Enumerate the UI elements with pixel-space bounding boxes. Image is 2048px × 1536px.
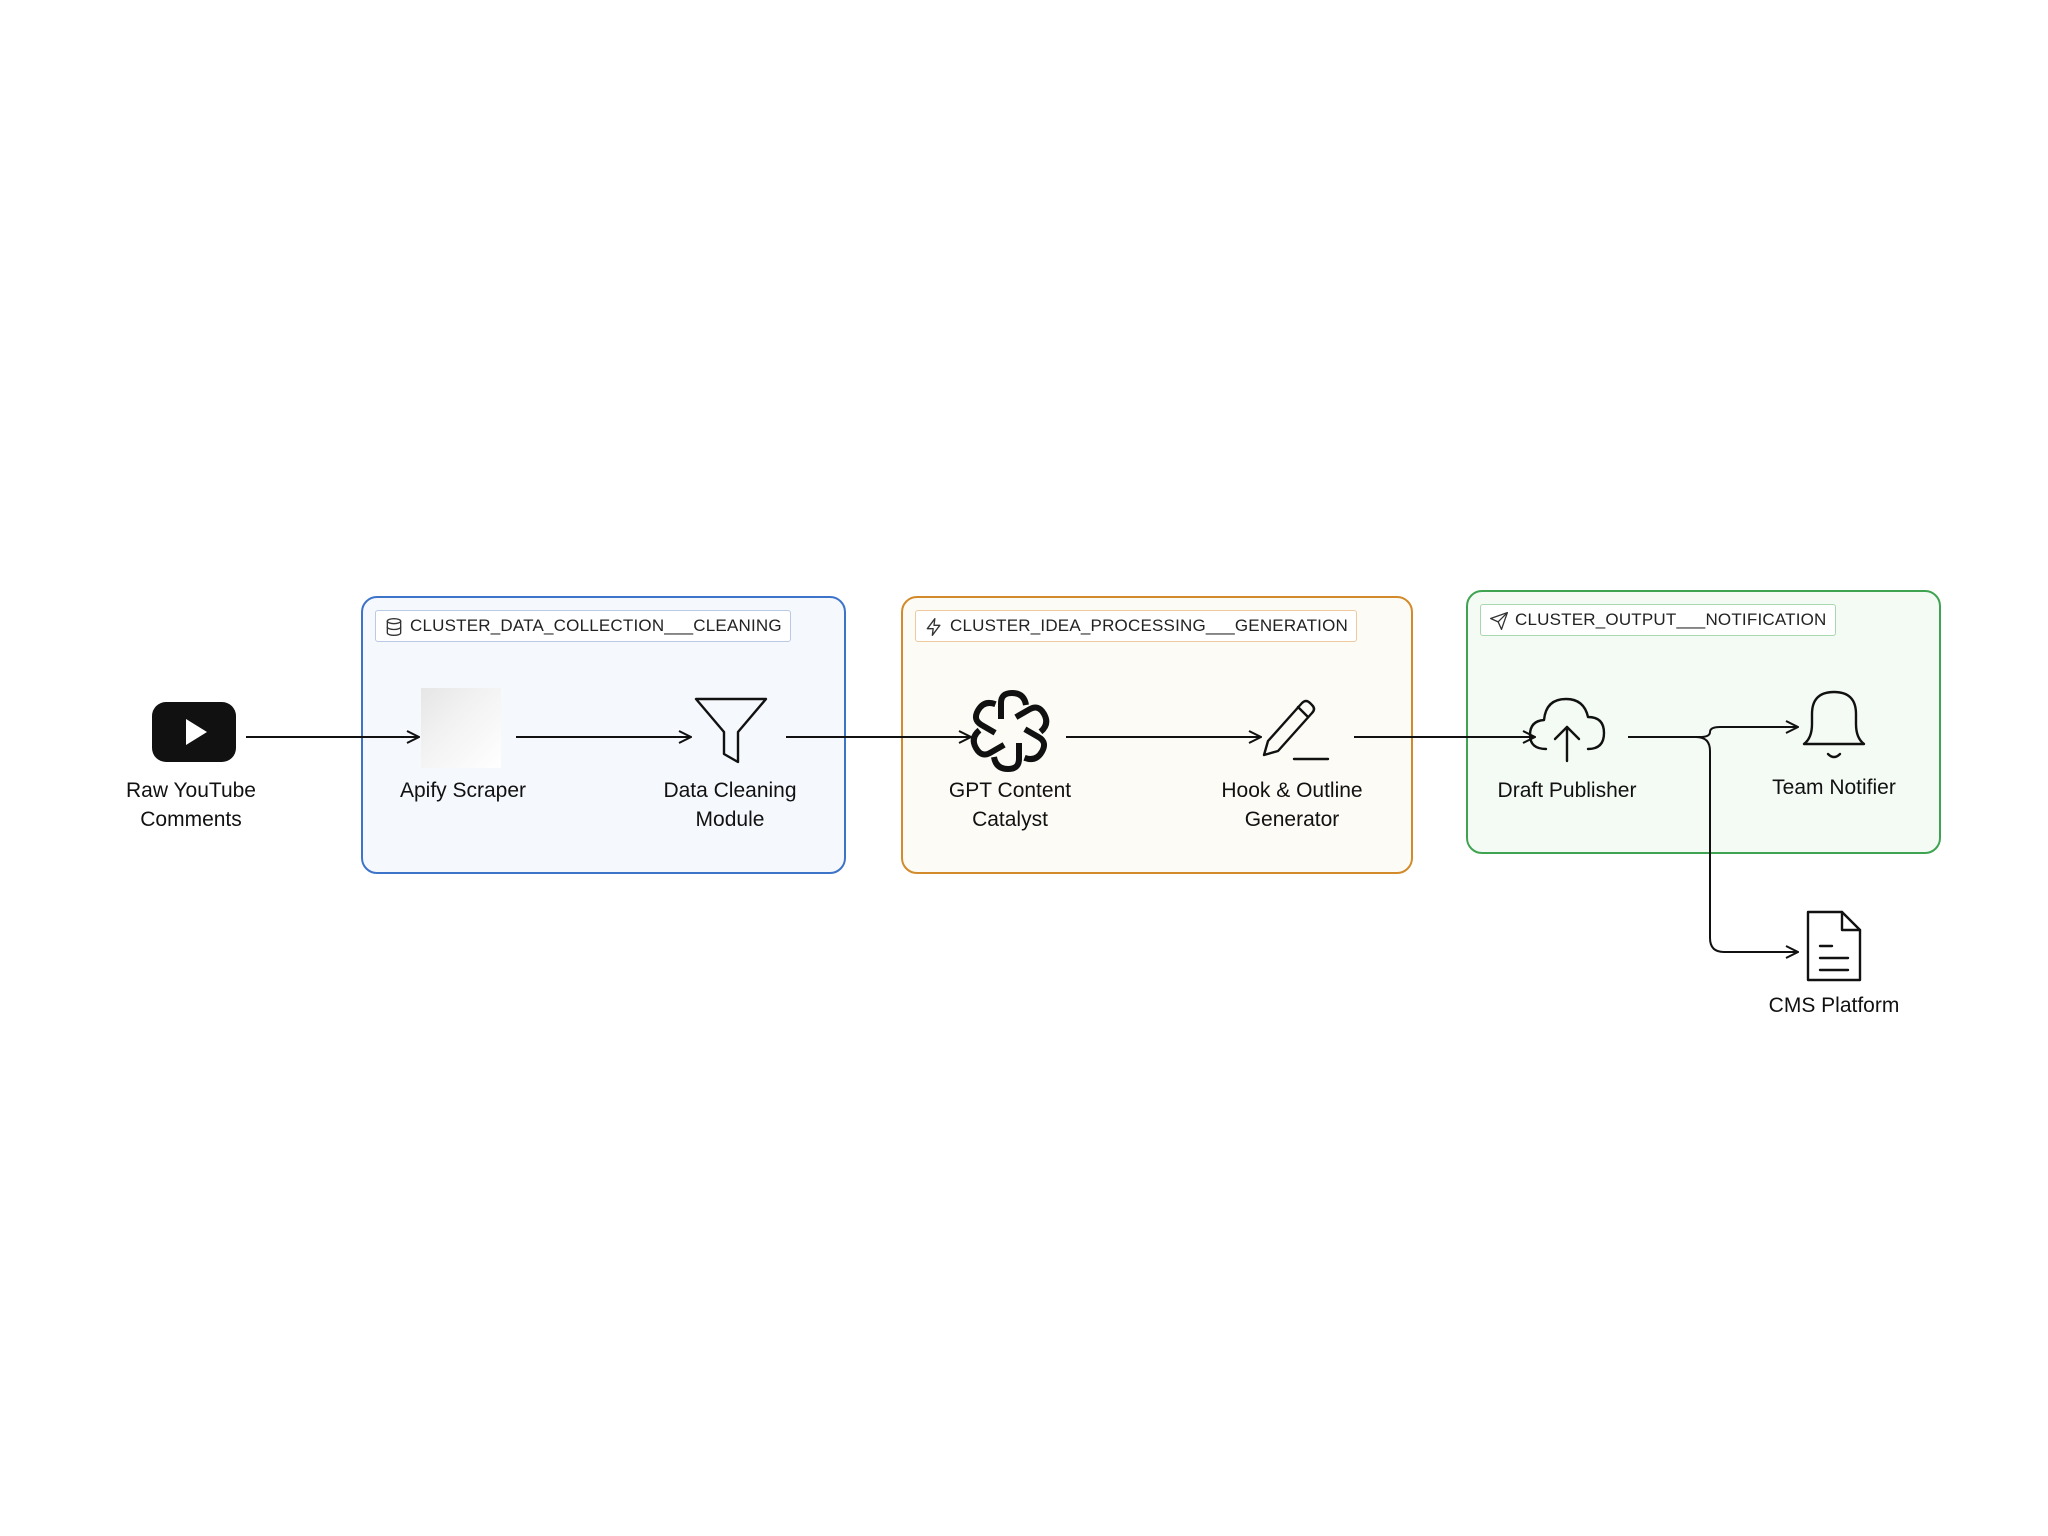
cluster-idea-processing-tag: CLUSTER_IDEA_PROCESSING___GENERATION bbox=[915, 610, 1357, 642]
edge-draft-to-notifier bbox=[1628, 727, 1797, 738]
filter-icon bbox=[694, 697, 768, 764]
node-raw-youtube-label: Raw YouTube Comments bbox=[81, 776, 301, 834]
pen-icon bbox=[1262, 699, 1330, 761]
lightning-icon bbox=[926, 618, 941, 636]
node-cms-line1: CMS Platform bbox=[1768, 994, 1900, 1017]
cluster-idea-processing: CLUSTER_IDEA_PROCESSING___GENERATION bbox=[901, 596, 1413, 874]
cluster-output-tag: CLUSTER_OUTPUT___NOTIFICATION bbox=[1480, 604, 1836, 636]
cluster-data-collection-tag: CLUSTER_DATA_COLLECTION___CLEANING bbox=[375, 610, 791, 642]
cloud-upload-icon bbox=[1528, 697, 1606, 763]
document-icon bbox=[1806, 910, 1862, 982]
node-raw-youtube-line2: Comments bbox=[140, 808, 242, 831]
cluster-data-collection-label: CLUSTER_DATA_COLLECTION___CLEANING bbox=[410, 616, 782, 635]
node-data-cleaning-label: Data Cleaning Module bbox=[620, 776, 840, 834]
node-data-cleaning-line2: Module bbox=[695, 808, 765, 831]
send-icon bbox=[1490, 612, 1508, 630]
node-cms-label: CMS Platform bbox=[1724, 991, 1944, 1020]
node-apify-line1: Apify Scraper bbox=[399, 779, 527, 802]
database-icon bbox=[386, 618, 402, 636]
node-apify-label: Apify Scraper bbox=[353, 776, 573, 805]
cluster-output: CLUSTER_OUTPUT___NOTIFICATION bbox=[1466, 590, 1941, 854]
node-draft-line1: Draft Publisher bbox=[1497, 779, 1637, 802]
node-gpt-line2: Catalyst bbox=[972, 808, 1048, 831]
youtube-icon bbox=[152, 702, 236, 762]
node-raw-youtube-line1: Raw YouTube bbox=[126, 779, 256, 802]
node-gpt-label: GPT Content Catalyst bbox=[900, 776, 1120, 834]
openai-icon bbox=[970, 690, 1050, 772]
edge-draft-to-cms bbox=[1628, 736, 1797, 952]
bell-icon bbox=[1802, 690, 1866, 759]
node-data-cleaning-line1: Data Cleaning bbox=[663, 779, 797, 802]
apify-icon bbox=[421, 688, 501, 768]
node-gpt-line1: GPT Content bbox=[948, 779, 1072, 802]
cluster-output-label: CLUSTER_OUTPUT___NOTIFICATION bbox=[1515, 610, 1827, 629]
cluster-idea-processing-label: CLUSTER_IDEA_PROCESSING___GENERATION bbox=[950, 616, 1348, 635]
node-notifier-label: Team Notifier bbox=[1724, 773, 1944, 802]
node-hook-label: Hook & Outline Generator bbox=[1182, 776, 1402, 834]
node-notifier-line1: Team Notifier bbox=[1772, 776, 1896, 799]
node-hook-line1: Hook & Outline bbox=[1221, 779, 1363, 802]
node-hook-line2: Generator bbox=[1244, 808, 1340, 831]
node-draft-label: Draft Publisher bbox=[1457, 776, 1677, 805]
